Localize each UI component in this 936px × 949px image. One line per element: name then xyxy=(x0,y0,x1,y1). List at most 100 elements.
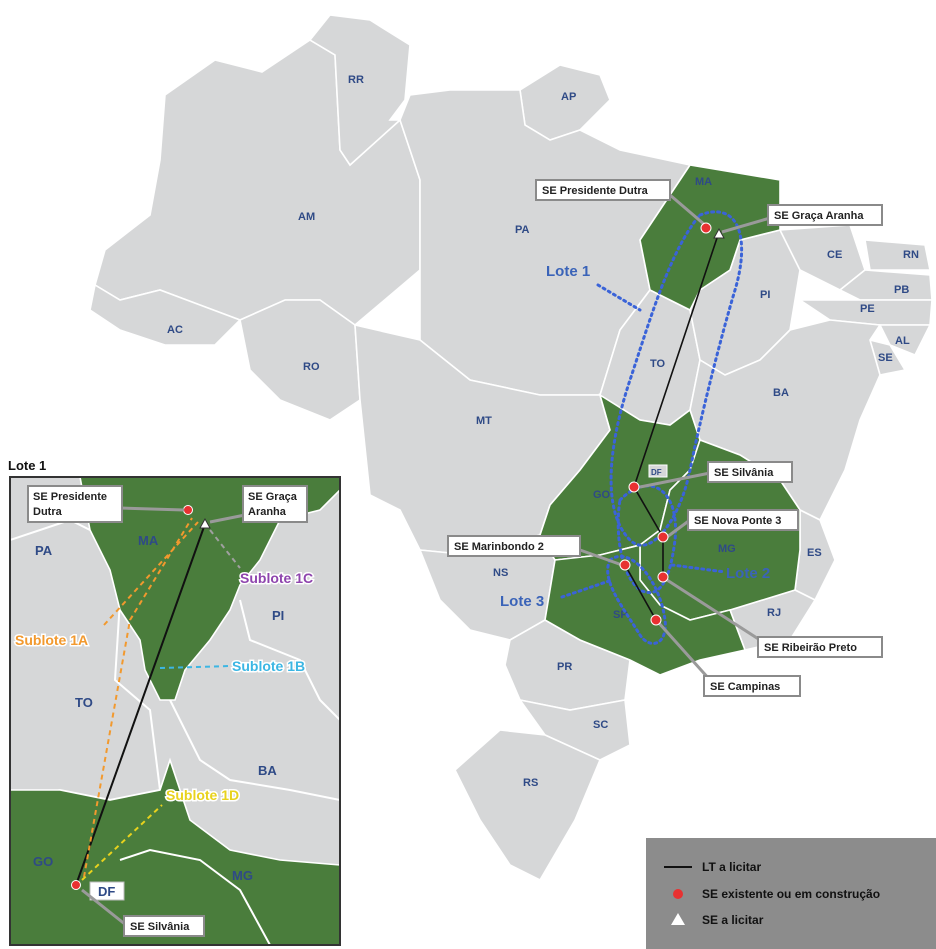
label-al: AL xyxy=(895,335,910,347)
inset-label-pa: PA xyxy=(35,543,53,558)
inset-border-ba xyxy=(169,699,340,801)
label-am: AM xyxy=(298,211,315,223)
text-marimbondo: SE Marinbondo 2 xyxy=(454,541,544,553)
se-ribeirao-preto-dot xyxy=(657,571,669,583)
inset-box-silvania xyxy=(123,915,205,937)
leader-nova-ponte xyxy=(666,518,691,539)
text-ribeirao-preto: SE Ribeirão Preto xyxy=(764,642,857,654)
se-nova-ponte-dot xyxy=(657,531,669,543)
label-ap: AP xyxy=(561,91,576,103)
inset-border-pi xyxy=(239,599,340,721)
lt-line-4 xyxy=(624,564,657,621)
state-rn xyxy=(864,239,931,271)
leader-ribeirao-preto xyxy=(666,578,761,642)
se-silvania-dot xyxy=(628,481,640,493)
lt-line-1 xyxy=(633,234,719,488)
lote1-label: Lote 1 xyxy=(546,263,590,280)
lote1-leader xyxy=(596,283,642,312)
inset-text-silvania: SE Silvânia xyxy=(130,921,190,933)
inset-text-presidente-dutra-2: Dutra xyxy=(33,506,63,518)
label-pe: PE xyxy=(860,303,875,315)
inset-leader-graca-aranha xyxy=(209,513,246,524)
inset-sublote1b-label: Sublote 1B xyxy=(232,658,305,674)
inset-title: Lote 1 xyxy=(8,458,46,473)
inset-silvania-dot xyxy=(71,880,81,890)
inset-label-go: GO xyxy=(33,854,53,869)
inset-text-graca-aranha-1: SE Graça xyxy=(248,491,298,503)
label-go: GO xyxy=(593,489,611,501)
main-map-states xyxy=(89,14,933,882)
text-presidente-dutra: SE Presidente Dutra xyxy=(542,185,649,197)
inset-box-graca-aranha xyxy=(242,485,308,523)
box-nova-ponte xyxy=(687,509,799,531)
lote1-outline xyxy=(609,210,743,547)
inset-label-mg: MG xyxy=(232,868,253,883)
highlighted-states xyxy=(539,164,801,676)
text-nova-ponte: SE Nova Ponte 3 xyxy=(694,515,781,527)
label-mg: MG xyxy=(718,543,736,555)
label-rr: RR xyxy=(348,74,364,86)
lote2-leader xyxy=(670,563,727,574)
transmission-lines xyxy=(624,234,719,621)
label-ma: MA xyxy=(695,176,712,188)
label-rj: RJ xyxy=(767,607,781,619)
label-sc: SC xyxy=(593,719,608,731)
inset-sublote1a-label: Sublote 1A xyxy=(15,632,88,648)
state-ro xyxy=(239,299,361,421)
inset-sublote1b-leader xyxy=(159,665,231,669)
label-ac: AC xyxy=(167,324,183,336)
se-presidente-dutra-dot xyxy=(700,222,712,234)
inset-text-presidente-dutra-1: SE Presidente xyxy=(33,491,107,503)
box-presidente-dutra xyxy=(535,179,671,201)
label-ro: RO xyxy=(303,361,320,373)
box-ribeirao-preto xyxy=(757,636,883,658)
inset-df-box xyxy=(89,881,125,901)
leader-marimbondo xyxy=(579,548,623,567)
inset-box-presidente-dutra xyxy=(27,485,123,523)
label-pb: PB xyxy=(894,284,909,296)
leader-campinas xyxy=(656,620,712,682)
label-ns: NS xyxy=(493,567,508,579)
lot-outlines xyxy=(560,210,743,645)
legend-triangle-symbol xyxy=(671,913,685,925)
legend-dot-symbol xyxy=(673,889,683,899)
legend-existing-text: SE existente ou em construção xyxy=(702,887,880,901)
legend-tender-text: SE a licitar xyxy=(702,913,764,927)
text-campinas: SE Campinas xyxy=(710,681,780,693)
inset-sublote1c-label: Sublote 1C xyxy=(240,570,313,586)
label-pa: PA xyxy=(515,224,530,236)
label-rn: RN xyxy=(903,249,919,261)
inset-sublote1a-path xyxy=(83,517,193,878)
lt-line-2 xyxy=(633,486,664,538)
inset-leader-silvania xyxy=(81,888,127,927)
state-rs xyxy=(454,729,602,882)
label-pr: PR xyxy=(557,661,572,673)
leader-graca-aranha xyxy=(721,216,771,234)
state-pb xyxy=(838,269,933,301)
lote3-leader xyxy=(560,578,614,599)
box-silvania xyxy=(707,461,793,483)
substations xyxy=(619,222,725,626)
inset-state-ma xyxy=(79,477,340,701)
label-ba: BA xyxy=(773,387,789,399)
se-marimbondo-dot xyxy=(619,559,631,571)
label-rs: RS xyxy=(523,777,538,789)
inset-sublote1c-leader xyxy=(209,529,241,569)
legend-line-text: LT a licitar xyxy=(702,860,761,874)
label-se: SE xyxy=(878,352,893,364)
state-al xyxy=(878,324,932,357)
lote3-label: Lote 3 xyxy=(500,593,544,610)
inset-label-ba: BA xyxy=(258,763,277,778)
se-campinas-dot xyxy=(650,614,662,626)
leader-silvania xyxy=(639,471,711,489)
label-to: TO xyxy=(650,358,666,370)
substation-labels: SE Presidente Dutra SE Graça Aranha SE S… xyxy=(447,179,883,697)
label-df: DF xyxy=(651,468,662,477)
inset-text-graca-aranha-2: Aranha xyxy=(248,506,287,518)
inset-label-to: TO xyxy=(75,695,93,710)
box-campinas xyxy=(703,675,801,697)
lote3-outline xyxy=(606,555,667,645)
state-sp-highlight xyxy=(544,543,747,676)
inset-panel: PA MA PI TO BA GO DF MG SE Presidente Du… xyxy=(9,476,341,946)
